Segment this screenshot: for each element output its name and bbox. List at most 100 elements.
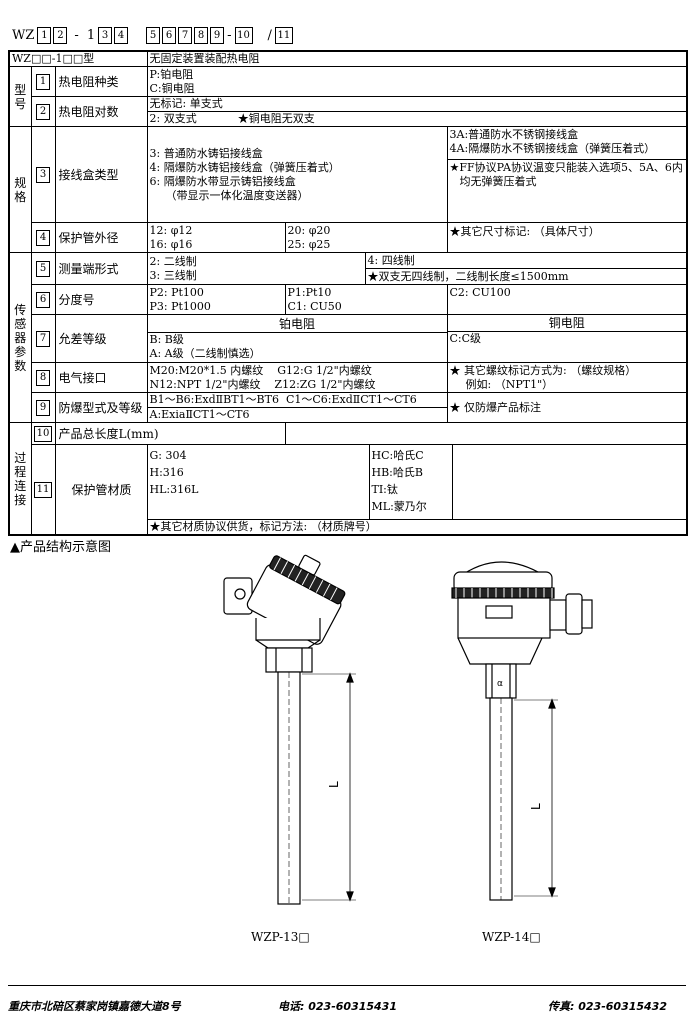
row-6-opt-p3: P3: Pt1000 [149,299,211,313]
row-num-4: 4 [36,229,50,246]
row-3-opt-4: 4: 隔爆防水铸铝接线盒（弹簧压着式） [149,160,340,174]
row-4-col2: 20: φ20 25: φ25 [284,222,448,253]
row-6-col1: P2: Pt100 P3: Pt1000 [146,284,286,315]
code-dash-2: - [227,27,232,43]
footer-fax: 传真: 023-60315432 [548,1000,667,1013]
row-name-7: 允差等级 [54,314,148,363]
diagram-caption: ▲产品结构示意图 [10,540,111,555]
wzp14-gland-nut [565,593,583,635]
row-7-head-copper: 铜电阻 [448,316,686,332]
row-9-opt-exia: A:ExiaⅡCT1～CT6 [149,408,250,421]
row-6-opt-c1: C1: CU50 [287,299,342,313]
row-3-note-spring: 均无弹簧压着式 [459,175,537,188]
group-model: 型号 [8,66,32,127]
code-box-2: 2 [53,26,68,44]
row-11-opt-ml: ML:蒙乃尔 [371,500,427,513]
code-slash: / [267,27,272,43]
row-7-opt-c: C:C级 [449,332,482,345]
svg-text:α: α [497,679,503,689]
row-num-3: 3 [36,166,50,183]
code-box-3: 3 [98,26,113,44]
table-head-desc: 无固定装置装配热电阻 [146,50,688,67]
row-4-opt-20: 20: φ20 [287,223,331,237]
row-3-note-ff: ★FF协议PA协议温变只能装入选项5、5A、6内 [449,161,683,174]
row-11-note: ★其它材质协议供货，标记方法: （材质牌号） [149,520,377,533]
row-8-opt-n12-z12: N12:NPT 1/2"内螺纹 Z12:ZG 1/2"内螺纹 [149,377,376,391]
table-head-model: WZ□□-1□□型 [8,50,148,67]
row-3-opt-4a: 4A:隔爆防水不锈钢接线盒（弹簧压着式） [449,142,656,155]
row-11-opt-hl: HL:316L [149,483,199,496]
wzp13-neck [255,618,321,641]
row-9-note: ★ 仅防爆产品标注 [446,392,688,423]
row-num-1: 1 [36,73,50,90]
group-sensor: 传感器参数 [8,252,32,423]
row-name-8: 电气接口 [54,362,148,393]
wzp14-gland-base [549,599,567,631]
row-name-11: 保护管材质 [54,444,148,536]
row-1-options: P:铂电阻 C:铜电阻 [146,66,688,97]
row-5-note: ★双支无四线制，二线制长度≤1500mm [367,269,569,283]
wzp14-thread [451,587,555,599]
row-name-5: 测量端形式 [54,252,148,285]
row-4-opt-12: 12: φ12 [149,223,193,237]
wzp13-nut [265,647,313,673]
row-name-6: 分度号 [54,284,148,315]
row-num-8: 8 [36,369,50,386]
row-5-opt-2: 2: 二线制 [149,254,197,268]
row-11-opt-hc: HC:哈氏C [371,449,424,462]
row-5-col2: 4: 四线制 ★双支无四线制，二线制长度≤1500mm [364,252,688,285]
wzp13-dim-label: L [327,781,341,788]
label-wzp14: WZP-14□ [482,930,541,944]
row-4-opt-25: 25: φ25 [287,237,331,251]
row-3-opt-3: 3: 普通防水铸铝接线盒 [149,146,263,160]
code-box-7: 7 [178,26,193,44]
row-11-opt-ti: TI:钛 [371,483,398,496]
footer-phone: 电话: 023-60315431 [278,1000,397,1013]
code-dash: - [74,27,79,43]
row-3-right: 3A:普通防水不锈钢接线盒 4A:隔爆防水不锈钢接线盒（弹簧压着式） ★FF协议… [446,126,688,223]
row-2-opt-double: 2: 双支式 [149,112,197,125]
row-8-opt-m20-g12: M20:M20*1.5 内螺纹 G12:G 1/2"内螺纹 [149,363,372,377]
row-6-opt-p2: P2: Pt100 [149,285,204,299]
row-8-example: 例如: （NPT1"） [465,377,554,391]
row-num-2: 2 [36,103,50,120]
group-spec: 规格 [8,126,32,253]
row-11-opt-g: G: 304 [149,449,187,462]
wzp13-tube [277,671,301,905]
row-1-opt-c: C:铜电阻 [149,81,195,95]
row-1-opt-p: P:铂电阻 [149,67,194,81]
row-11-opt-hb: HB:哈氏B [371,466,423,479]
row-11-options: G: 304 H:316 HL:316L HC:哈氏C HB:哈氏B TI:钛 … [146,444,688,536]
wzp13-drawing [223,554,356,905]
row-8-col1: M20:M20*1.5 内螺纹 G12:G 1/2"内螺纹 N12:NPT 1/… [146,362,448,393]
code-box-8: 8 [194,26,209,44]
group-process: 过程连接 [8,422,32,536]
row-num-10: 10 [34,425,52,442]
row-name-4: 保护管外径 [54,222,148,253]
row-7-opt-a: A: A级（二线制慎选） [149,347,261,360]
code-fixed-1: 1 [86,27,96,43]
row-3-opt-3a: 3A:普通防水不锈钢接线盒 [449,128,579,141]
row-4-opt-16: 16: φ16 [149,237,193,251]
row-num-6: 6 [36,291,50,308]
wzp14-drawing: α [451,561,593,901]
wzp14-hex [485,663,517,699]
row-name-3: 接线盒类型 [54,126,148,223]
wzp14-neck [457,637,543,665]
row-9-col1: B1～B6:ExdⅡBT1～BT6 C1～C6:ExdⅡCT1～CT6 A:Ex… [146,392,448,423]
wzp13-gland [223,577,253,615]
code-box-9: 9 [210,26,225,44]
label-wzp13: WZP-13□ [251,930,310,944]
row-7-col2: 铜电阻 C:C级 [446,314,688,363]
row-name-1: 热电阻种类 [54,66,148,97]
row-3-left: 3: 普通防水铸铝接线盒 4: 隔爆防水铸铝接线盒（弹簧压着式） 6: 隔爆防水… [146,126,448,223]
row-8-col2: ★ 其它螺纹标记方式为: （螺纹规格） 例如: （NPT1"） [446,362,688,393]
row-7-head-platinum: 铂电阻 [148,316,446,333]
row-name-2: 热电阻对数 [54,96,148,127]
row-11-opt-h: H:316 [149,466,184,479]
model-code-line: WZ 1 2 - 1 3 4 5 6 7 8 9 - 10 / 11 [10,26,294,44]
code-box-4: 4 [114,26,129,44]
row-4-note: ★其它尺寸标记: （具体尺寸） [446,222,688,253]
row-10-value [284,422,688,445]
row-name-10: 产品总长度L(mm) [54,422,286,445]
